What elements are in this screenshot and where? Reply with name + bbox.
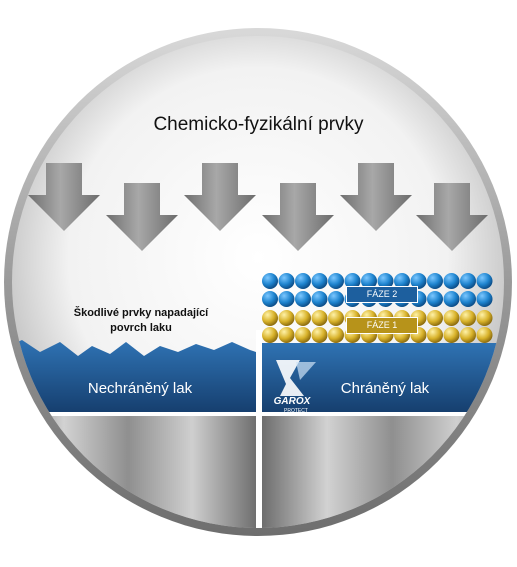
- metal-base-left: [12, 416, 256, 528]
- horizontal-divider: [12, 412, 504, 416]
- protective-bubble: [443, 310, 460, 326]
- protective-bubble: [427, 327, 443, 343]
- diagram-title: Chemicko-fyzikální prvky: [153, 114, 364, 135]
- protective-bubble: [311, 327, 328, 343]
- protective-bubble: [427, 291, 443, 307]
- protected-paint-label: Chráněný lak: [340, 380, 430, 397]
- protective-bubble: [410, 273, 427, 289]
- protective-bubble: [476, 310, 493, 326]
- protective-bubble: [328, 310, 344, 326]
- down-arrow-icon: [28, 163, 100, 231]
- phase-1-label: FÁZE 1: [346, 317, 418, 334]
- protective-bubble: [262, 310, 278, 326]
- down-arrow-icon: [262, 183, 334, 251]
- protective-bubble: [394, 273, 410, 289]
- garox-logo: [276, 360, 316, 396]
- protective-bubble: [344, 273, 361, 289]
- down-arrow-icon: [416, 183, 488, 251]
- phase-2-label: FÁZE 2: [346, 286, 418, 303]
- vertical-divider: [256, 330, 262, 528]
- protective-bubble: [476, 273, 493, 289]
- damage-caption: Škodlivé prvky napadající povrch laku: [73, 307, 209, 334]
- protective-bubble: [278, 327, 295, 343]
- protective-bubble: [443, 273, 460, 289]
- protective-bubble: [443, 291, 460, 307]
- protective-bubble: [278, 291, 295, 307]
- protective-bubble: [295, 291, 311, 307]
- protective-bubble: [460, 291, 476, 307]
- unprotected-paint-layer: [12, 340, 256, 412]
- logo-name-text: GAROX: [274, 396, 312, 407]
- protective-bubble: [295, 327, 311, 343]
- protective-bubble: [427, 310, 443, 326]
- down-arrow-icon: [106, 183, 178, 251]
- protective-bubble: [427, 273, 443, 289]
- metal-base-right: [262, 416, 504, 528]
- protective-bubble: [460, 310, 476, 326]
- protective-bubble: [460, 273, 476, 289]
- protective-bubble: [295, 310, 311, 326]
- falling-arrows: [28, 163, 488, 251]
- protective-bubble: [443, 327, 460, 343]
- protective-bubble: [278, 310, 295, 326]
- protective-bubble: [311, 273, 328, 289]
- down-arrow-icon: [340, 163, 412, 231]
- protective-bubble: [328, 273, 344, 289]
- protective-bubble: [328, 291, 344, 307]
- protective-bubble: [262, 273, 278, 289]
- protective-bubble: [361, 273, 377, 289]
- protective-bubble: [476, 291, 493, 307]
- protective-bubble: [311, 310, 328, 326]
- protective-bubble: [262, 291, 278, 307]
- protective-bubble: [311, 291, 328, 307]
- logo-tagline-text: PROTECT: [284, 408, 308, 414]
- protective-bubble: [295, 273, 311, 289]
- down-arrow-icon: [184, 163, 256, 231]
- protective-bubble: [476, 327, 493, 343]
- protected-paint-layer: [262, 343, 504, 412]
- unprotected-paint-label: Nechráněný lak: [87, 380, 193, 397]
- protective-bubble: [262, 327, 278, 343]
- protective-bubble: [328, 327, 344, 343]
- protective-bubble: [460, 327, 476, 343]
- protective-bubble: [377, 273, 394, 289]
- protective-bubble: [278, 273, 295, 289]
